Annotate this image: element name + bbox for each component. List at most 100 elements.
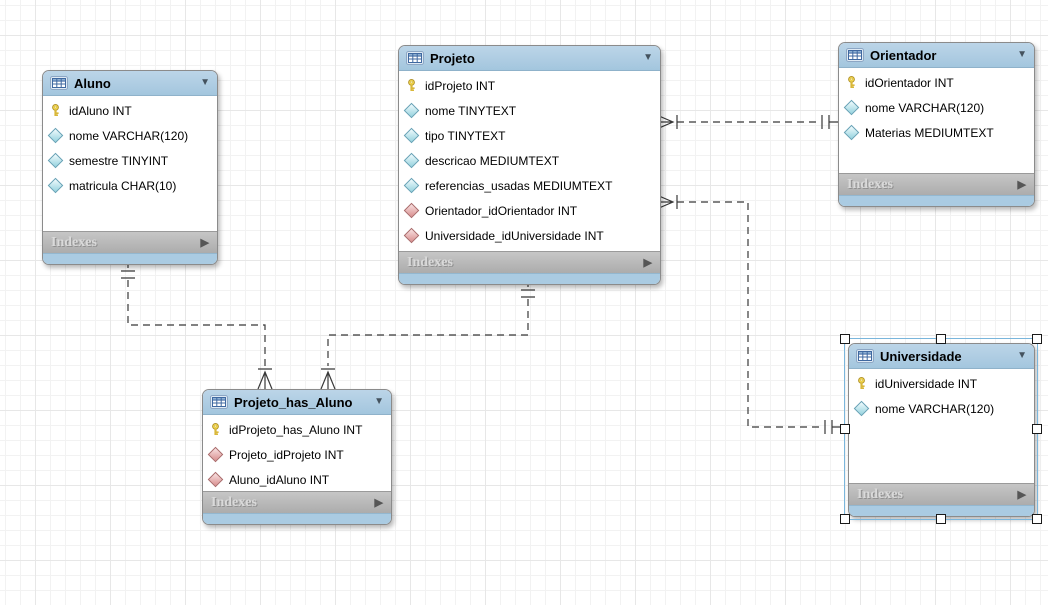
table-footer-strip <box>43 253 217 264</box>
indexes-label: Indexes <box>51 234 97 250</box>
indexes-label: Indexes <box>211 494 257 510</box>
indexes-footer[interactable]: Indexes ▶ <box>203 491 391 513</box>
column-icon <box>47 152 64 169</box>
table-icon <box>846 48 864 62</box>
primary-key-icon <box>845 76 858 89</box>
selection-handle-bottom-right[interactable] <box>1032 514 1042 524</box>
field-row[interactable]: referencias_usadas MEDIUMTEXT <box>399 173 660 198</box>
column-icon <box>403 102 420 119</box>
collapse-arrow-icon[interactable]: ▼ <box>374 396 384 407</box>
field-label: nome VARCHAR(120) <box>875 401 995 416</box>
field-label: matricula CHAR(10) <box>69 178 177 193</box>
primary-key-icon <box>209 423 222 436</box>
table-title: Universidade <box>880 348 962 364</box>
indexes-footer[interactable]: Indexes ▶ <box>43 231 217 253</box>
expand-arrow-icon[interactable]: ▶ <box>374 497 383 509</box>
primary-key-icon <box>855 377 868 390</box>
field-row[interactable]: Orientador_idOrientador INT <box>399 198 660 223</box>
table-footer-strip <box>839 195 1034 206</box>
selection-handle-bottom-left[interactable] <box>840 514 850 524</box>
table-projeto[interactable]: Projeto ▼ idProjeto INT nome TINYTEXT ti… <box>398 45 661 285</box>
table-header[interactable]: Orientador ▼ <box>839 43 1034 68</box>
indexes-footer[interactable]: Indexes▶ <box>849 483 1034 505</box>
table-icon <box>50 76 68 90</box>
table-columns: idProjeto_has_Aluno INT Projeto_idProjet… <box>203 415 391 491</box>
field-label: Materias MEDIUMTEXT <box>865 125 994 140</box>
field-label: idOrientador INT <box>865 75 954 90</box>
field-label: nome VARCHAR(120) <box>69 128 189 143</box>
foreign-key-icon <box>207 471 224 488</box>
column-icon <box>843 99 860 116</box>
primary-key-icon <box>405 79 418 92</box>
selection-handle-top-right[interactable] <box>1032 334 1042 344</box>
field-row[interactable]: idProjeto INT <box>399 73 660 98</box>
collapse-arrow-icon[interactable]: ▼ <box>200 77 210 88</box>
collapse-arrow-icon[interactable]: ▼ <box>1017 49 1027 60</box>
selection-handle-middle-right[interactable] <box>1032 424 1042 434</box>
foreign-key-icon <box>403 202 420 219</box>
table-columns: idUniversidade INT nome VARCHAR(120) <box>849 369 1034 483</box>
field-label: tipo TINYTEXT <box>425 128 506 143</box>
selection-handle-bottom-middle[interactable] <box>936 514 946 524</box>
expand-arrow-icon[interactable]: ▶ <box>1017 489 1026 501</box>
table-header[interactable]: Projeto_has_Aluno ▼ <box>203 390 391 415</box>
field-row[interactable]: idOrientador INT <box>839 70 1034 95</box>
expand-arrow-icon[interactable]: ▶ <box>643 257 652 269</box>
column-icon <box>403 127 420 144</box>
expand-arrow-icon[interactable]: ▶ <box>200 237 209 249</box>
field-row[interactable]: Universidade_idUniversidade INT <box>399 223 660 248</box>
column-icon <box>843 124 860 141</box>
table-header[interactable]: Projeto ▼ <box>399 46 660 71</box>
field-label: nome VARCHAR(120) <box>865 100 985 115</box>
relationship-projeto-projeto-has-aluno[interactable] <box>320 283 535 390</box>
primary-key-icon <box>49 104 62 117</box>
field-label: Orientador_idOrientador INT <box>425 203 578 218</box>
selection-handle-middle-left[interactable] <box>840 424 850 434</box>
table-title: Projeto <box>430 50 475 66</box>
field-label: Projeto_idProjeto INT <box>229 447 344 462</box>
table-orientador[interactable]: Orientador ▼ idOrientador INT nome VARCH… <box>838 42 1035 207</box>
table-aluno[interactable]: Aluno ▼ idAluno INT nome VARCHAR(120) se… <box>42 70 218 265</box>
field-row[interactable]: Aluno_idAluno INT <box>203 467 391 491</box>
table-header[interactable]: Aluno ▼ <box>43 71 217 96</box>
foreign-key-icon <box>207 446 224 463</box>
field-row[interactable]: idAluno INT <box>43 98 217 123</box>
column-icon <box>403 152 420 169</box>
relationship-projeto-orientador[interactable] <box>658 115 838 129</box>
indexes-footer[interactable]: Indexes ▶ <box>399 251 660 273</box>
table-header[interactable]: Universidade ▼ <box>849 344 1034 369</box>
field-row[interactable]: Projeto_idProjeto INT <box>203 442 391 467</box>
field-label: Universidade_idUniversidade INT <box>425 228 604 243</box>
field-label: nome TINYTEXT <box>425 103 517 118</box>
table-footer-strip <box>399 273 660 284</box>
field-label: semestre TINYINT <box>69 153 169 168</box>
relationship-aluno-projeto-has-aluno[interactable] <box>121 263 273 390</box>
indexes-label: Indexes <box>407 254 453 270</box>
indexes-footer[interactable]: Indexes▶ <box>839 173 1034 195</box>
selection-outline <box>844 338 1038 520</box>
selection-handle-top-left[interactable] <box>840 334 850 344</box>
expand-arrow-icon[interactable]: ▶ <box>1017 179 1026 191</box>
field-row[interactable]: idUniversidade INT <box>849 371 1034 396</box>
field-row[interactable]: nome VARCHAR(120) <box>839 95 1034 120</box>
field-row[interactable]: tipo TINYTEXT <box>399 123 660 148</box>
table-projeto-has-aluno[interactable]: Projeto_has_Aluno ▼ idProjeto_has_Aluno … <box>202 389 392 525</box>
collapse-arrow-icon[interactable]: ▼ <box>643 52 653 63</box>
field-row[interactable]: nome VARCHAR(120) <box>849 396 1034 421</box>
field-row[interactable]: descricao MEDIUMTEXT <box>399 148 660 173</box>
table-footer-strip <box>849 505 1034 516</box>
field-row[interactable]: idProjeto_has_Aluno INT <box>203 417 391 442</box>
field-row[interactable]: nome TINYTEXT <box>399 98 660 123</box>
field-row[interactable]: Materias MEDIUMTEXT <box>839 120 1034 145</box>
selection-handle-top-middle[interactable] <box>936 334 946 344</box>
table-icon <box>210 395 228 409</box>
table-icon <box>406 51 424 65</box>
relationship-projeto-universidade[interactable] <box>658 195 844 434</box>
collapse-arrow-icon[interactable]: ▼ <box>1017 350 1027 361</box>
field-row[interactable]: semestre TINYINT <box>43 148 217 173</box>
field-row[interactable]: nome VARCHAR(120) <box>43 123 217 148</box>
field-row[interactable]: matricula CHAR(10) <box>43 173 217 198</box>
table-footer-strip <box>203 513 391 524</box>
table-columns: idAluno INT nome VARCHAR(120) semestre T… <box>43 96 217 231</box>
